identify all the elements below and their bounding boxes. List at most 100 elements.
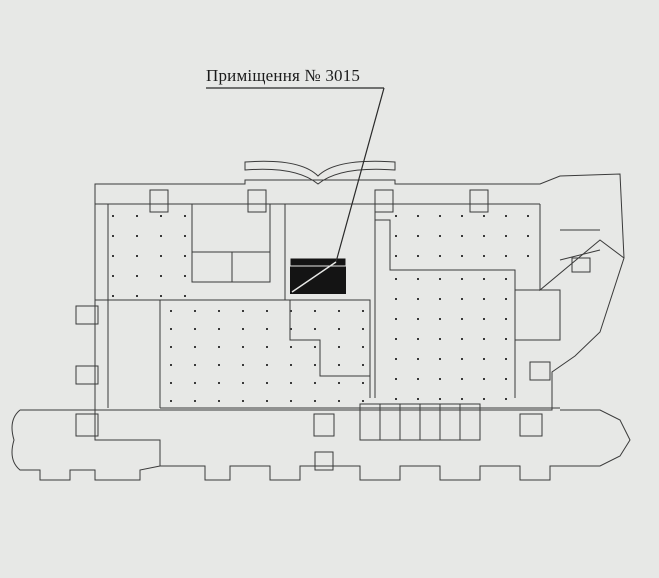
column-dot: [362, 382, 364, 384]
column-dot: [439, 278, 441, 280]
lower-room-strip: [160, 403, 560, 441]
column-dot: [417, 298, 419, 300]
column-dot: [290, 346, 292, 348]
column-dot: [218, 328, 220, 330]
column-dot: [266, 346, 268, 348]
column-dot: [112, 235, 114, 237]
stair-core-4: [469, 189, 489, 213]
column-dot: [314, 400, 316, 402]
column-dot: [338, 364, 340, 366]
column-dot: [527, 235, 529, 237]
column-dot: [527, 255, 529, 257]
wall-block-a: [191, 204, 271, 283]
stair-core-3: [374, 189, 394, 213]
column-dot: [461, 235, 463, 237]
column-dot: [395, 235, 397, 237]
column-dot: [395, 398, 397, 400]
column-dot: [461, 398, 463, 400]
column-dot: [439, 235, 441, 237]
column-dot: [136, 275, 138, 277]
column-dot: [160, 255, 162, 257]
stair-core-6: [75, 365, 99, 385]
column-dot: [483, 298, 485, 300]
column-dot: [290, 328, 292, 330]
column-dot: [290, 400, 292, 402]
column-dot: [417, 278, 419, 280]
stair-core-1: [149, 189, 169, 213]
stair-core-11: [529, 361, 551, 381]
column-dot: [112, 295, 114, 297]
column-dot: [417, 398, 419, 400]
column-dot: [483, 235, 485, 237]
room-callout-label: Приміщення № 3015: [206, 66, 361, 85]
stair-core-10: [519, 413, 543, 437]
column-dot: [505, 338, 507, 340]
column-dot: [417, 318, 419, 320]
stair-core-2: [247, 189, 267, 213]
building-outline: [94, 173, 625, 411]
column-dot: [170, 346, 172, 348]
column-dot: [461, 298, 463, 300]
column-dot: [362, 364, 364, 366]
stair-core-9: [314, 451, 334, 471]
callout-leader: [335, 87, 385, 263]
column-dot: [461, 338, 463, 340]
column-dot: [395, 378, 397, 380]
column-dot: [439, 398, 441, 400]
column-dot: [194, 364, 196, 366]
column-dot: [461, 255, 463, 257]
column-dot: [417, 358, 419, 360]
column-dot: [112, 275, 114, 277]
column-dot: [505, 255, 507, 257]
stair-core-12: [571, 257, 591, 273]
column-dot: [505, 378, 507, 380]
column-dot: [112, 255, 114, 257]
room-3015-highlight: [290, 258, 346, 294]
column-dot: [266, 310, 268, 312]
column-dot: [160, 275, 162, 277]
column-dot: [483, 378, 485, 380]
column-dot: [170, 382, 172, 384]
front-gallery-outline: [11, 409, 631, 481]
entrance-canopy: [244, 160, 396, 185]
column-dot: [439, 378, 441, 380]
column-dot: [505, 318, 507, 320]
column-dot: [242, 310, 244, 312]
column-dot: [218, 400, 220, 402]
column-dot: [266, 400, 268, 402]
column-dot: [160, 295, 162, 297]
column-dot: [242, 346, 244, 348]
column-dot: [338, 310, 340, 312]
column-dot: [242, 400, 244, 402]
column-dot: [483, 278, 485, 280]
column-dot: [439, 215, 441, 217]
right-wing: [539, 204, 625, 292]
column-dot: [338, 328, 340, 330]
wall-block-b: [192, 251, 270, 282]
column-dot: [290, 382, 292, 384]
column-dot: [218, 310, 220, 312]
column-dot: [417, 255, 419, 257]
column-dot: [218, 346, 220, 348]
column-dot: [395, 278, 397, 280]
column-dot: [112, 215, 114, 217]
wall-block-e: [375, 219, 516, 398]
column-dot: [362, 346, 364, 348]
column-dot: [242, 364, 244, 366]
column-dot: [483, 215, 485, 217]
column-dot: [184, 255, 186, 257]
wall-block-c: [160, 299, 371, 398]
column-dot: [439, 298, 441, 300]
column-dot: [461, 378, 463, 380]
callout-pointer: [291, 261, 337, 293]
column-dot: [483, 358, 485, 360]
column-dot: [395, 298, 397, 300]
column-dot: [136, 255, 138, 257]
column-dot: [160, 215, 162, 217]
column-dot: [395, 338, 397, 340]
column-dot: [527, 215, 529, 217]
column-dot: [314, 364, 316, 366]
column-dot: [439, 318, 441, 320]
column-dot: [338, 382, 340, 384]
